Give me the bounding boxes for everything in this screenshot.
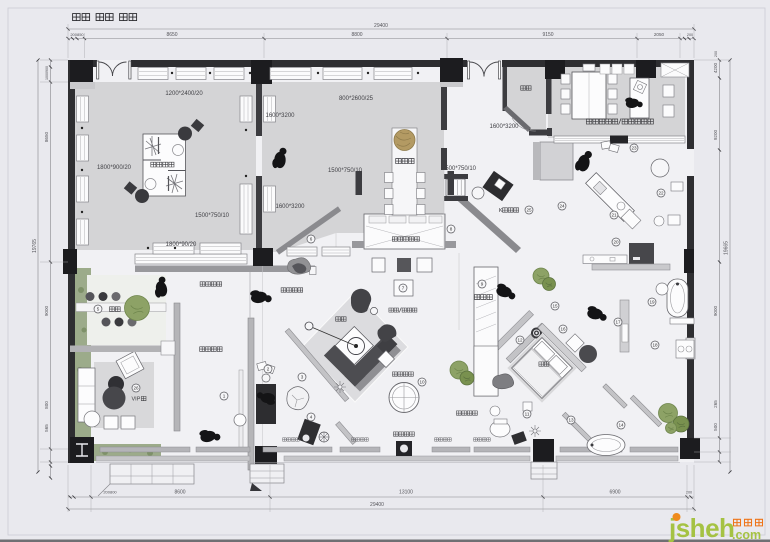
svg-text:5: 5 xyxy=(97,307,100,312)
svg-text:19: 19 xyxy=(649,300,655,305)
svg-text:4: 4 xyxy=(310,415,313,420)
svg-text:200: 200 xyxy=(687,33,693,37)
svg-text:19765: 19765 xyxy=(32,239,38,253)
svg-text:200: 200 xyxy=(686,491,692,495)
svg-text:22: 22 xyxy=(658,191,664,196)
svg-text:17: 17 xyxy=(615,320,621,325)
svg-text:11: 11 xyxy=(525,412,530,417)
svg-text:K: K xyxy=(499,208,503,214)
svg-text:4200: 4200 xyxy=(713,62,718,73)
svg-text:3: 3 xyxy=(301,375,304,380)
svg-text:200850: 200850 xyxy=(70,32,84,37)
svg-text:8: 8 xyxy=(450,227,453,232)
svg-text:1800*900/20: 1800*900/20 xyxy=(97,165,132,171)
svg-text:16: 16 xyxy=(560,327,566,332)
svg-text:6: 6 xyxy=(310,237,313,242)
svg-text:2: 2 xyxy=(267,367,270,372)
svg-text:VIP: VIP xyxy=(132,396,141,402)
svg-text:15: 15 xyxy=(552,304,558,309)
svg-text:1600*3200: 1600*3200 xyxy=(265,113,295,119)
svg-text:9000: 9000 xyxy=(44,305,49,316)
svg-text:20: 20 xyxy=(613,240,619,245)
svg-text:8600: 8600 xyxy=(174,490,185,496)
svg-text:7: 7 xyxy=(402,286,405,291)
svg-text:800: 800 xyxy=(44,401,49,409)
svg-text:18: 18 xyxy=(652,343,658,348)
svg-text:13100: 13100 xyxy=(399,490,413,496)
svg-text:500: 500 xyxy=(713,423,718,431)
svg-text:21: 21 xyxy=(611,213,617,218)
svg-text:1500*750/10: 1500*750/10 xyxy=(442,166,477,172)
svg-text:200: 200 xyxy=(714,51,718,57)
svg-text:800*2600/25: 800*2600/25 xyxy=(339,96,374,102)
svg-text:29400: 29400 xyxy=(374,23,388,29)
svg-text:565: 565 xyxy=(44,424,49,432)
svg-text:25: 25 xyxy=(526,208,532,213)
svg-text:23: 23 xyxy=(631,146,637,151)
svg-text:1500*750/10: 1500*750/10 xyxy=(195,213,230,219)
svg-text:13: 13 xyxy=(568,418,574,423)
svg-text:6900: 6900 xyxy=(609,490,620,496)
svg-text:9200: 9200 xyxy=(713,129,718,140)
svg-text:29400: 29400 xyxy=(370,502,384,508)
svg-text:265: 265 xyxy=(713,400,718,408)
svg-text:26: 26 xyxy=(133,386,139,391)
svg-text:9150: 9150 xyxy=(542,32,553,38)
svg-text:10: 10 xyxy=(419,380,425,385)
svg-text:1200*2400/20: 1200*2400/20 xyxy=(165,91,203,97)
svg-text:1000900: 1000900 xyxy=(45,66,49,80)
svg-text:9: 9 xyxy=(481,282,484,287)
svg-text:.com: .com xyxy=(732,528,761,542)
svg-text:12: 12 xyxy=(517,338,523,343)
svg-text:8800: 8800 xyxy=(351,32,362,38)
svg-text:2050: 2050 xyxy=(654,32,665,37)
svg-text:8650: 8650 xyxy=(166,32,177,38)
svg-text:1800*90/20: 1800*90/20 xyxy=(166,242,197,248)
svg-text:8650: 8650 xyxy=(44,131,49,142)
svg-text:14: 14 xyxy=(618,423,624,428)
svg-text:1500*750/10: 1500*750/10 xyxy=(328,168,363,174)
svg-text:1600*3200: 1600*3200 xyxy=(489,124,519,130)
svg-text:1: 1 xyxy=(223,394,226,399)
svg-text:24: 24 xyxy=(559,204,565,209)
svg-text:19665: 19665 xyxy=(724,241,730,255)
svg-text:1600*3200: 1600*3200 xyxy=(275,204,305,210)
svg-text:200800: 200800 xyxy=(103,490,117,495)
svg-text:9000: 9000 xyxy=(713,305,718,316)
